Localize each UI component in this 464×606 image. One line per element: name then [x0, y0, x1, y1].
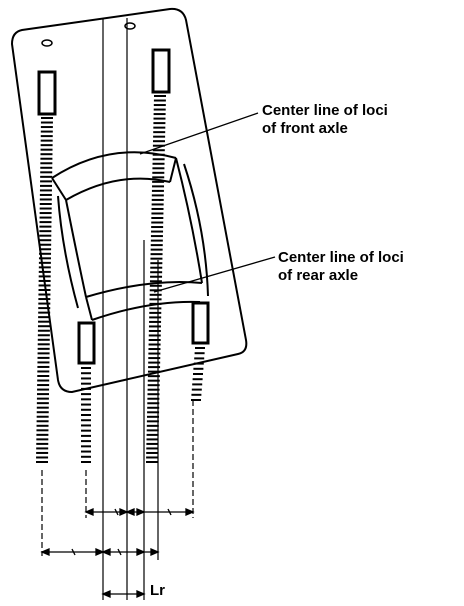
front-left-wheel [37, 70, 57, 116]
front-axle-label: Center line of loci of front axle [262, 102, 388, 138]
front-right-wheel [151, 48, 171, 94]
track-front-left [36, 117, 53, 463]
leader-lines [139, 112, 276, 293]
front-axle-label-line2: of front axle [262, 120, 348, 137]
vehicle-body [10, 7, 248, 394]
lr-dimension-label: Lr [150, 582, 165, 599]
extension-lines [41, 400, 194, 556]
front-axle-label-line1: Center line of loci [262, 102, 388, 119]
rear-axle-label: Center line of loci of rear axle [278, 249, 404, 285]
rear-axle-label-line1: Center line of loci [278, 249, 404, 266]
tire-tracks [36, 95, 205, 463]
hitch-mark-right [124, 22, 136, 30]
rear-axle-label-line2: of rear axle [278, 267, 359, 284]
track-front-right [146, 95, 166, 463]
rear-right-wheel [191, 301, 210, 345]
dimension-lines [40, 508, 195, 598]
center-lines [102, 18, 159, 600]
hitch-mark-left [41, 39, 53, 47]
track-rear-right [191, 347, 205, 401]
rear-axle-loci [85, 280, 203, 321]
track-rear-left [81, 367, 91, 463]
rear-left-wheel [77, 321, 96, 365]
chassis-curves [57, 157, 209, 309]
